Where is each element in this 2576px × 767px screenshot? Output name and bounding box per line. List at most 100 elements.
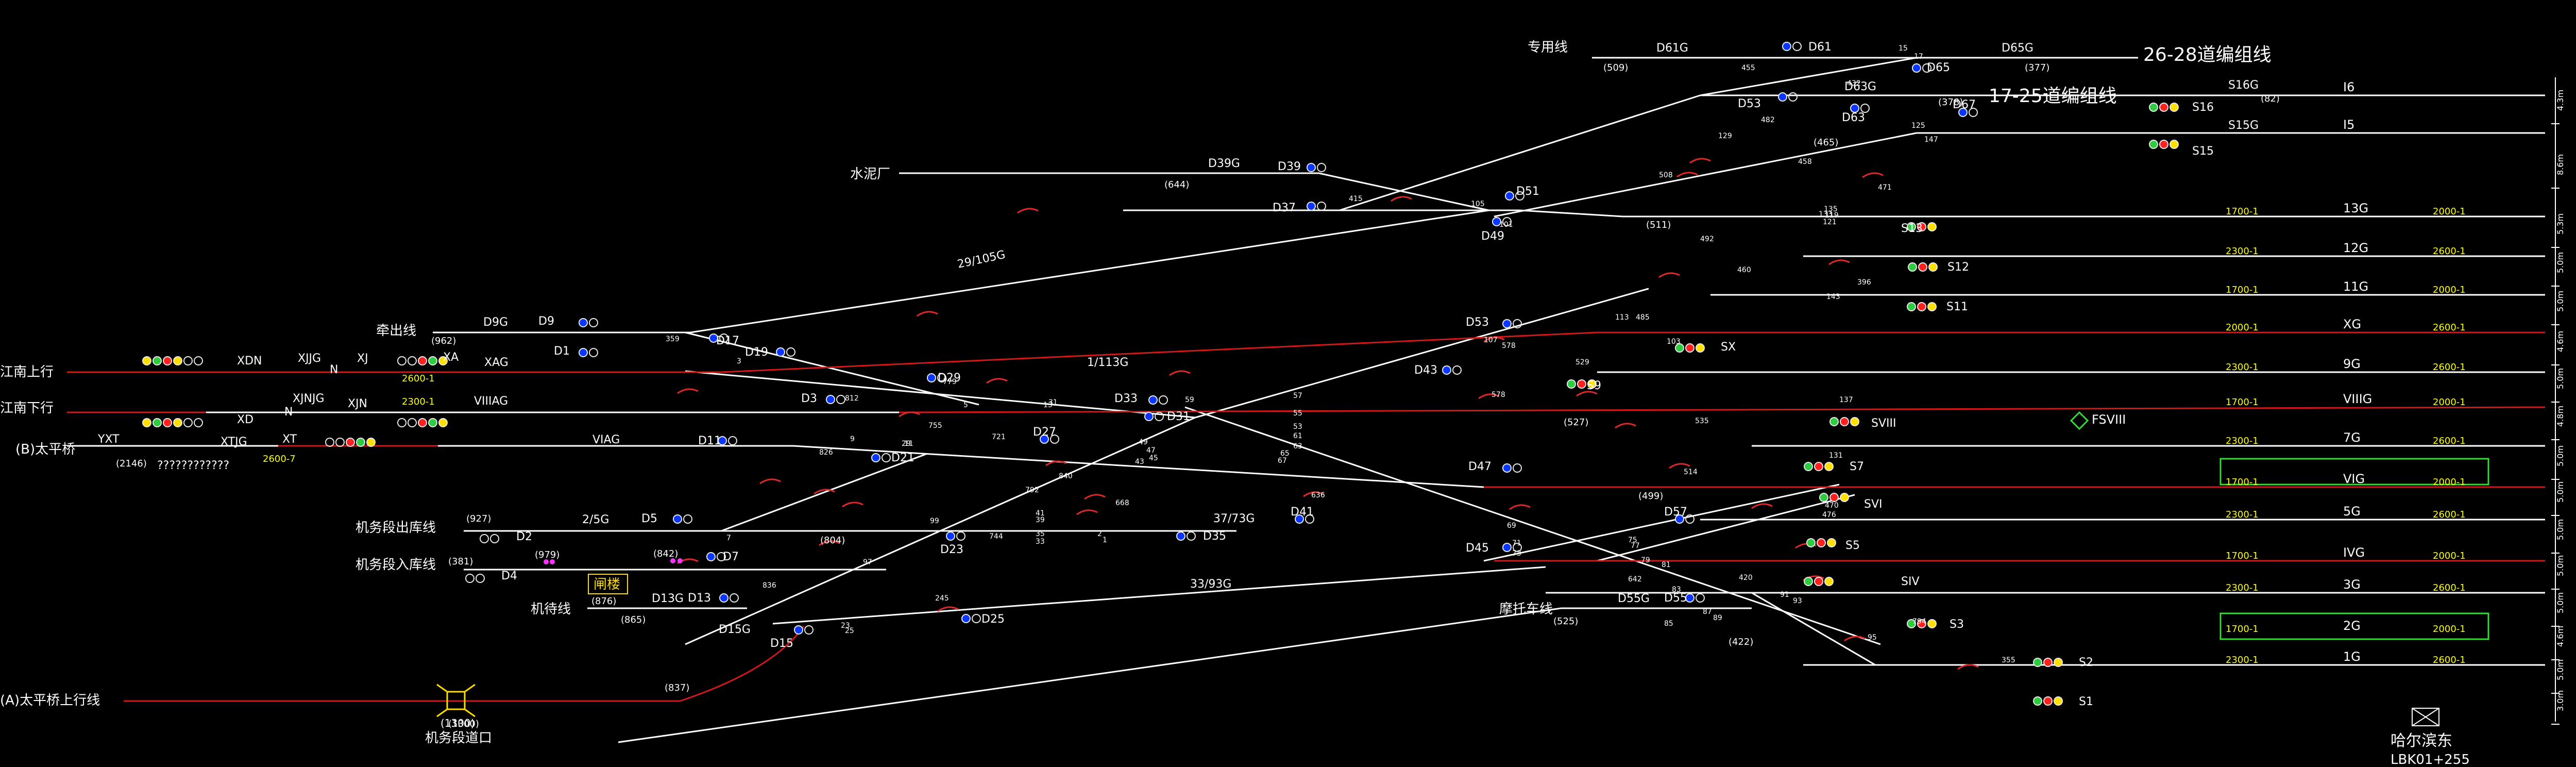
signal-exit-S16[interactable]: S16 — [2149, 101, 2214, 114]
signal-shunt-D49-6[interactable]: D49 — [1481, 217, 1512, 243]
switch-35-28[interactable]: 35 — [1036, 530, 1045, 538]
switch-17-1[interactable]: 17 — [1914, 53, 1923, 61]
switch-107-11[interactable]: 107 — [1484, 336, 1498, 344]
signal-exit-S3[interactable]: S3 — [1907, 618, 1964, 631]
switch-113-10[interactable]: 113 — [1615, 313, 1629, 322]
signal-shunt-D21-18[interactable]: D21 — [871, 452, 914, 464]
switch-57-15[interactable]: 57 — [1293, 392, 1302, 400]
signal-shunt-D55-25[interactable]: D55 — [1664, 592, 1705, 605]
switch-61-18[interactable]: 61 — [1293, 432, 1302, 440]
switch-25-40[interactable]: 25 — [845, 627, 854, 635]
signal-shunt-D39-7[interactable]: D39 — [1278, 160, 1326, 173]
signal-exit-SX[interactable]: SX — [1675, 341, 1736, 354]
switch-67-21[interactable]: 67 — [1278, 457, 1287, 465]
signal-shunt-D23-29[interactable]: D23 — [940, 531, 965, 556]
switch-87-53[interactable]: 87 — [1703, 608, 1712, 616]
switch-59-14[interactable]: 59 — [1185, 396, 1194, 404]
signal-shunt-D25-32[interactable]: D25 — [961, 613, 1005, 626]
signal-shunt-D65-1[interactable]: D65 — [1912, 61, 1950, 74]
signal-exit-S15[interactable]: S15 — [2149, 140, 2214, 158]
switch-137-7[interactable]: 137 — [1839, 396, 1853, 404]
switch-39-27[interactable]: 39 — [1036, 516, 1045, 524]
switch-31-30[interactable]: 31 — [1048, 398, 1058, 407]
signal-exit-S7[interactable]: S7 — [1804, 460, 1864, 473]
signal-shunt-D53-21[interactable]: D53 — [1466, 316, 1522, 329]
switch-133-6[interactable]: 133 — [1819, 210, 1833, 219]
switch-53-17[interactable]: 53 — [1293, 423, 1302, 431]
signal-exit-S5[interactable]: S5 — [1806, 538, 1860, 552]
signal-shunt-D53-4[interactable]: D53 — [1738, 92, 1798, 110]
signal-shunt-D47-22[interactable]: D47 — [1468, 460, 1522, 473]
switch-41-26[interactable]: 41 — [1036, 509, 1045, 518]
signal-shunt-D63-2[interactable]: D63 — [1842, 104, 1870, 124]
switch-143-9[interactable]: 143 — [1826, 293, 1840, 301]
switch-89-54[interactable]: 89 — [1713, 614, 1722, 622]
switch-11-33[interactable]: 11 — [904, 440, 913, 448]
switch-29-31[interactable]: 29 — [902, 440, 911, 448]
signal-shunt-D45-23[interactable]: D45 — [1466, 542, 1522, 555]
switch-95-57[interactable]: 95 — [1868, 633, 1877, 642]
signal-exit-S11[interactable]: S11 — [1907, 301, 1968, 313]
signal-shunt-D1-10[interactable]: D1 — [554, 345, 598, 358]
switch-135-5[interactable]: 135 — [1824, 205, 1838, 213]
signal-shunt-D15-33[interactable]: D15 — [770, 625, 814, 650]
signal-shunt-D3-14[interactable]: D3 — [801, 392, 845, 405]
signal-xt-bank[interactable] — [325, 438, 376, 447]
switch-93-56[interactable]: 93 — [1793, 597, 1802, 605]
signal-shunt-D17-11[interactable]: D17 — [709, 334, 739, 347]
switch-7-35[interactable]: 7 — [726, 534, 731, 542]
switch-3-37[interactable]: 3 — [737, 357, 741, 365]
switch-81-50[interactable]: 81 — [1662, 561, 1671, 569]
switch-85-52[interactable]: 85 — [1664, 620, 1673, 628]
switch-5-36[interactable]: 5 — [963, 401, 968, 409]
signal-shunt-D67-3[interactable]: D67 — [1953, 98, 1978, 117]
switch-105-12[interactable]: 105 — [1471, 200, 1485, 208]
signal-xdn-bank[interactable] — [142, 356, 203, 365]
signal-shunt-D33-15[interactable]: D33 — [1114, 392, 1168, 405]
switch-129-4[interactable]: 129 — [1718, 132, 1732, 140]
signal-shunt-D5-26[interactable]: D5 — [641, 512, 692, 525]
signal-exit-SVIII[interactable]: SVIII — [1829, 417, 1896, 430]
switch-97-42[interactable]: 97 — [863, 558, 872, 566]
signal-exit-S1[interactable]: S1 — [2033, 695, 2093, 708]
signal-shunt-D19-12[interactable]: D19 — [745, 346, 795, 359]
signal-shunt-D13-28[interactable]: D13 — [688, 592, 739, 605]
switch-69-44[interactable]: 69 — [1507, 522, 1516, 530]
signal-exit-S9[interactable]: S9 — [1567, 379, 1601, 392]
switch-43-25[interactable]: 43 — [1135, 458, 1144, 466]
signal-exit-SVI[interactable]: SVI — [1819, 493, 1883, 511]
switch-15-0[interactable]: 15 — [1899, 44, 1908, 53]
switch-9-34[interactable]: 9 — [850, 435, 855, 443]
switch-73-46[interactable]: 73 — [1512, 549, 1521, 558]
signal-xd-bank[interactable] — [142, 418, 203, 427]
signal-xj-bank[interactable] — [397, 356, 448, 365]
signal-shunt-D29-13[interactable]: D29 — [927, 372, 961, 385]
switch-1-39[interactable]: 1 — [1103, 536, 1107, 544]
switch-47-23[interactable]: 47 — [1146, 446, 1156, 455]
signal-shunt-D41-31[interactable]: D41 — [1291, 506, 1314, 524]
signal-shunt-D31-16[interactable]: D31 — [1144, 410, 1190, 423]
switch-121-60[interactable]: 121 — [1823, 218, 1837, 226]
switch-103-58[interactable]: 103 — [1667, 338, 1681, 346]
switch-71-45[interactable]: 71 — [1512, 539, 1521, 547]
switch-49-22[interactable]: 49 — [1139, 438, 1148, 446]
signal-exit-S2[interactable]: S2 — [2033, 656, 2093, 669]
switch-33-29[interactable]: 33 — [1036, 538, 1045, 546]
switch-147-3[interactable]: 147 — [1924, 136, 1938, 144]
signal-d2-bank[interactable] — [480, 534, 499, 543]
switch-55-16[interactable]: 55 — [1293, 409, 1302, 418]
switch-99-43[interactable]: 99 — [930, 517, 939, 525]
signal-shunt-D37-8[interactable]: D37 — [1273, 202, 1326, 214]
switch-2-38[interactable]: 2 — [1097, 530, 1102, 538]
switch-83-51[interactable]: 83 — [1672, 586, 1681, 594]
signal-shunt-D43-20[interactable]: D43 — [1414, 364, 1462, 377]
signal-shunt-D11-19[interactable]: D11 — [698, 435, 737, 447]
switch-77-48[interactable]: 77 — [1631, 542, 1640, 550]
signal-xjn-bank[interactable] — [397, 418, 448, 427]
switch-45-24[interactable]: 45 — [1149, 454, 1158, 462]
signal-exit-SIV[interactable]: SIV — [1804, 575, 1920, 588]
signal-exit-S12[interactable]: S12 — [1908, 261, 1969, 274]
switch-79-49[interactable]: 79 — [1641, 556, 1650, 564]
switch-65-20[interactable]: 65 — [1280, 449, 1290, 458]
switch-23-41[interactable]: 23 — [841, 622, 850, 630]
